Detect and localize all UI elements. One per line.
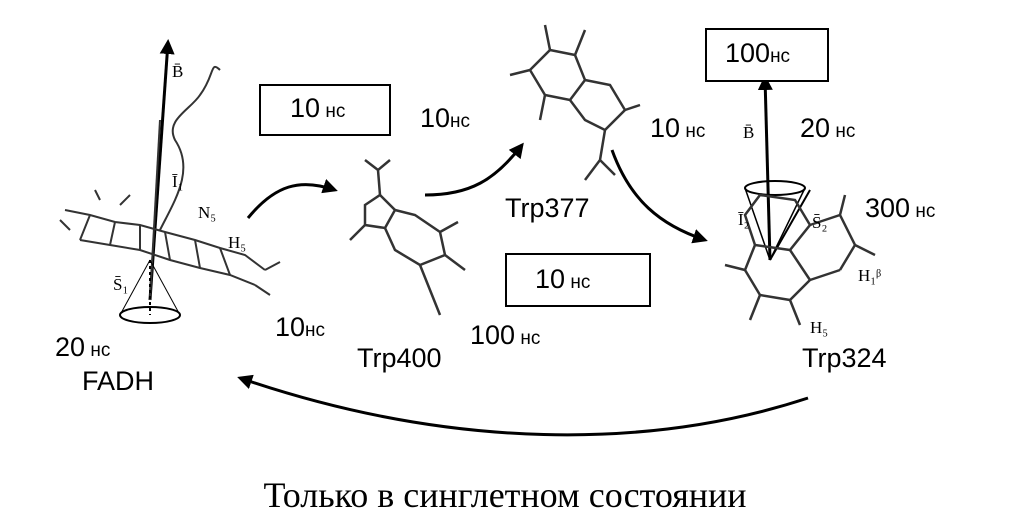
unit: нс [325, 101, 346, 122]
time-fadh-bottom: 10нс [275, 312, 325, 343]
time-box-fadh-trp400 [259, 84, 391, 136]
trp324-h5: H₅ [810, 318, 829, 337]
time-fadh-left: 20 нс [55, 332, 110, 363]
time-box-middle [505, 253, 651, 307]
time-trp400-bottom: 100 нс [470, 320, 540, 351]
fadh-label: FADH [82, 366, 155, 396]
unit: нс [90, 340, 111, 361]
trp400-molecule [349, 159, 466, 316]
fadh-b-vector: B̄ [172, 62, 184, 81]
arrow-fadh-to-trp400 [246, 179, 338, 219]
arrow-trp400-to-trp377 [424, 142, 524, 197]
time-trp324-side: 300 нс [865, 193, 935, 224]
value: 10 [535, 264, 566, 294]
value: 100 [725, 38, 771, 68]
trp377-molecule [509, 24, 641, 181]
value: 300 [865, 193, 911, 223]
unit: нс [450, 111, 471, 132]
time-trp324-b: 20 нс [800, 113, 855, 144]
unit: нс [520, 328, 541, 349]
trp324-b-vector: B̄ [743, 123, 755, 142]
time-fadh-trp400: 10нс [420, 103, 470, 134]
value: 20 [800, 113, 831, 143]
time-box-trp324-label: 100нс [725, 38, 790, 69]
trp377-label: Trp377 [505, 193, 590, 223]
trp324-molecule [724, 75, 876, 326]
unit: нс [305, 320, 326, 341]
time-box-trp324 [705, 28, 829, 82]
unit: нс [770, 46, 791, 67]
fadh-s1-vector: S̄₁ [113, 275, 129, 294]
unit: нс [570, 272, 591, 293]
time-box-fadh-trp400-label: 10 нс [290, 93, 345, 124]
trp324-i2-vector: Ī₂ [738, 210, 750, 229]
fadh-molecule [59, 39, 281, 324]
value: 100 [470, 320, 516, 350]
value: 10 [420, 103, 451, 133]
arrow-trp324-to-fadh [237, 374, 809, 437]
value: 20 [55, 332, 86, 362]
value: 10 [290, 93, 321, 123]
fadh-i1-vector: Ī₁ [172, 172, 184, 191]
unit: нс [835, 121, 856, 142]
fadh-n5: N₅ [198, 203, 217, 222]
trp324-h1-beta: H₁ᵝ [858, 266, 882, 285]
trp324-label: Trp324 [802, 343, 887, 373]
value: 10 [275, 312, 306, 342]
unit: нс [685, 121, 706, 142]
trp400-label: Trp400 [357, 343, 442, 373]
value: 10 [650, 113, 681, 143]
trp324-s2-vector: S̄₂ [812, 213, 828, 232]
fadh-h5: H₅ [228, 233, 247, 252]
arrow-trp377-to-trp324 [610, 149, 708, 244]
time-box-middle-label: 10 нс [535, 264, 590, 295]
time-trp377-trp324: 10 нс [650, 113, 705, 144]
unit: нс [915, 201, 936, 222]
caption: Только в синглетном состоянии [263, 475, 747, 515]
